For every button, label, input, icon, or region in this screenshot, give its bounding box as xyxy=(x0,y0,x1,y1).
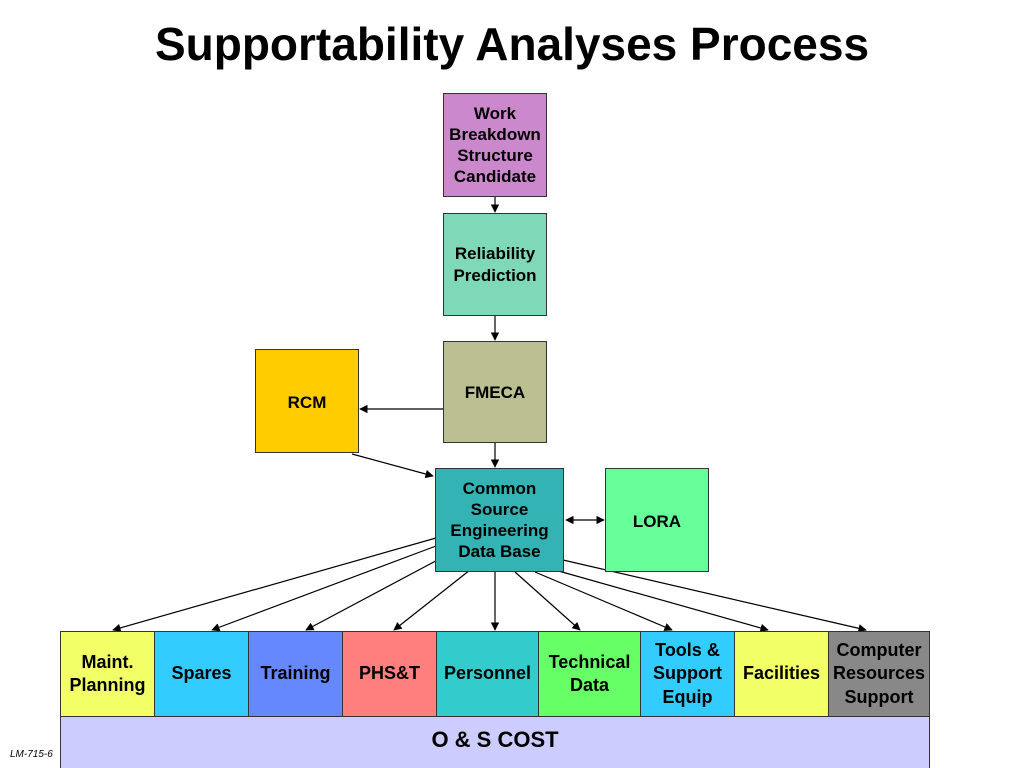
wbs-candidate-box: Work Breakdown Structure Candidate xyxy=(443,93,547,197)
arrow-csedb-to-spares xyxy=(211,545,437,632)
personnel-box: Personnel xyxy=(436,631,539,717)
arrow-csedb-to-tools-support-equip xyxy=(534,571,673,631)
training-box: Training xyxy=(248,631,343,717)
reliability-prediction-box: Reliability Prediction xyxy=(443,213,547,316)
spares-box: Spares xyxy=(154,631,249,717)
os-cost-bar: O & S COST xyxy=(60,717,930,768)
arrow-csedb-to-maint-planning xyxy=(112,537,437,632)
fmeca-box: FMECA xyxy=(443,341,547,443)
tools-support-equip-box: Tools & Support Equip xyxy=(640,631,735,717)
page-title: Supportability Analyses Process xyxy=(154,18,870,70)
arrow-csedb-to-technical-data xyxy=(514,571,581,631)
maint-planning-box: Maint. Planning xyxy=(60,631,155,717)
technical-data-box: Technical Data xyxy=(538,631,641,717)
arrow-rcm-to-csedb xyxy=(351,453,434,479)
arrow-csedb-to-facilities xyxy=(554,569,769,632)
lora-box: LORA xyxy=(605,468,709,572)
computer-resources-support-box: Computer Resources Support xyxy=(828,631,930,717)
phst-box: PHS&T xyxy=(342,631,437,717)
arrow-csedb-to-training xyxy=(305,555,446,631)
rcm-box: RCM xyxy=(255,349,359,453)
common-source-engineering-data-base-box: Common Source Engineering Data Base xyxy=(435,468,564,572)
facilities-box: Facilities xyxy=(734,631,829,717)
arrow-csedb-to-phst xyxy=(393,569,471,631)
slide-code: LM-715-6 xyxy=(10,749,53,760)
